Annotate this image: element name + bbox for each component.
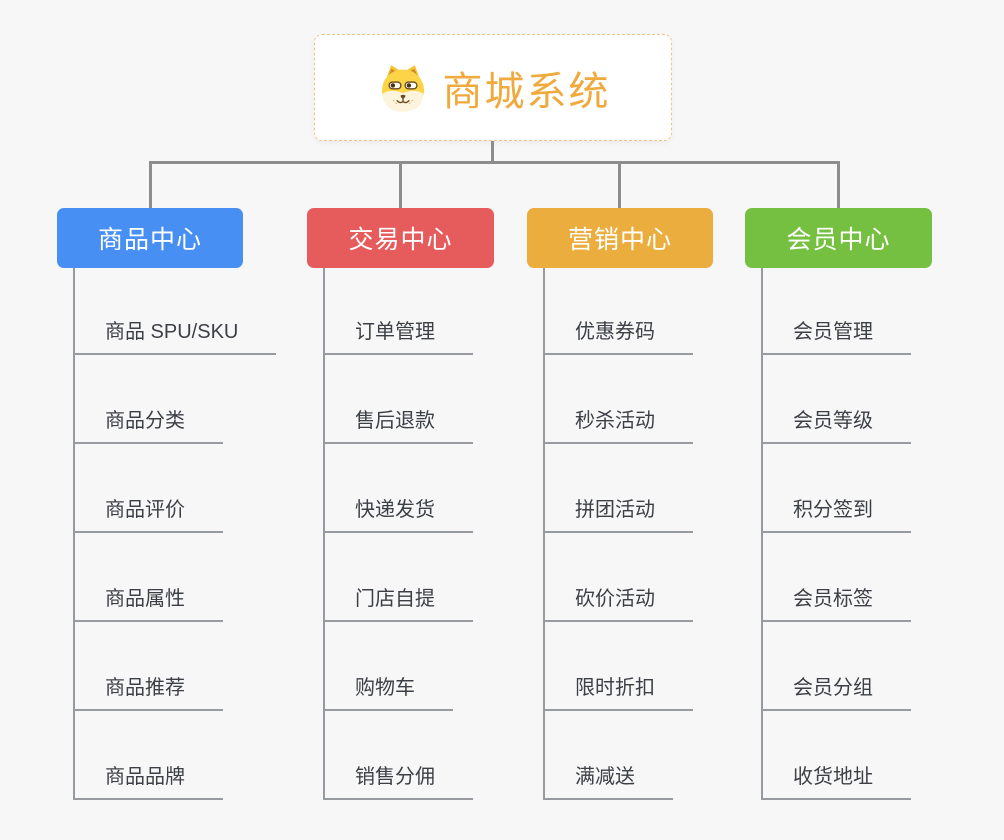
leaf-label: 会员标签 [761, 582, 911, 622]
leaf-label: 商品推荐 [73, 671, 223, 711]
leaf-node[interactable]: 商品推荐 [73, 622, 276, 711]
branch-label: 营销中心 [567, 226, 672, 254]
leaf-node[interactable]: 售后退款 [323, 355, 473, 444]
branch-label: 交易中心 [348, 226, 453, 254]
leaf-label: 快递发货 [323, 493, 473, 533]
leaf-label: 商品品牌 [73, 760, 223, 800]
leaf-node[interactable]: 门店自提 [323, 533, 473, 622]
branch-vline [323, 268, 325, 800]
leaf-label: 购物车 [323, 671, 453, 711]
leaf-node[interactable]: 快递发货 [323, 444, 473, 533]
connector-drop-marketing [618, 161, 621, 208]
branch-items-member-center: 会员管理 会员等级 积分签到 会员标签 会员分组 收货地址 [761, 268, 911, 800]
leaf-node[interactable]: 会员管理 [761, 268, 911, 355]
leaf-node[interactable]: 砍价活动 [543, 533, 693, 622]
leaf-label: 门店自提 [323, 582, 473, 622]
leaf-label: 销售分佣 [323, 760, 473, 800]
connector-root-drop [491, 141, 494, 163]
connector-drop-trade [399, 161, 402, 208]
leaf-label: 商品属性 [73, 582, 223, 622]
leaf-label: 拼团活动 [543, 493, 693, 533]
leaf-node[interactable]: 购物车 [323, 622, 473, 711]
branch-items-marketing-center: 优惠券码 秒杀活动 拼团活动 砍价活动 限时折扣 满减送 [543, 268, 693, 800]
branch-label: 会员中心 [786, 226, 891, 254]
root-title: 商城系统 [442, 69, 611, 114]
leaf-node[interactable]: 会员标签 [761, 533, 911, 622]
connector-bus [149, 161, 840, 164]
leaf-node[interactable]: 会员等级 [761, 355, 911, 444]
leaf-label: 满减送 [543, 760, 673, 800]
leaf-node[interactable]: 订单管理 [323, 268, 473, 355]
leaf-label: 收货地址 [761, 760, 911, 800]
leaf-label: 砍价活动 [543, 582, 693, 622]
connector-drop-product [149, 161, 152, 208]
leaf-node[interactable]: 优惠券码 [543, 268, 693, 355]
leaf-node[interactable]: 满减送 [543, 711, 693, 800]
leaf-label: 优惠券码 [543, 315, 693, 355]
leaf-label: 会员管理 [761, 315, 911, 355]
leaf-label: 商品分类 [73, 404, 223, 444]
leaf-label: 积分签到 [761, 493, 911, 533]
branch-label: 商品中心 [97, 226, 202, 254]
leaf-label: 售后退款 [323, 404, 473, 444]
leaf-node[interactable]: 商品属性 [73, 533, 276, 622]
doge-icon [381, 64, 424, 112]
leaf-node[interactable]: 收货地址 [761, 711, 911, 800]
leaf-label: 会员分组 [761, 671, 911, 711]
leaf-label: 订单管理 [323, 315, 473, 355]
branch-items-trade-center: 订单管理 售后退款 快递发货 门店自提 购物车 销售分佣 [323, 268, 473, 800]
leaf-node[interactable]: 商品评价 [73, 444, 276, 533]
leaf-label: 秒杀活动 [543, 404, 693, 444]
branch-node-marketing-center[interactable]: 营销中心 [527, 208, 713, 268]
leaf-node[interactable]: 会员分组 [761, 622, 911, 711]
leaf-node[interactable]: 秒杀活动 [543, 355, 693, 444]
leaf-node[interactable]: 商品 SPU/SKU [73, 268, 277, 355]
leaf-node[interactable]: 商品分类 [73, 355, 276, 444]
branch-items-product-center: 商品 SPU/SKU 商品分类 商品评价 商品属性 商品推荐 商品品牌 [73, 268, 277, 800]
leaf-label: 限时折扣 [543, 671, 693, 711]
branch-vline [73, 268, 75, 800]
leaf-node[interactable]: 商品品牌 [73, 711, 276, 800]
root-node[interactable]: 商城系统 [314, 34, 672, 141]
leaf-node[interactable]: 销售分佣 [323, 711, 473, 800]
connector-drop-member [837, 161, 840, 208]
branch-node-member-center[interactable]: 会员中心 [745, 208, 932, 268]
leaf-node[interactable]: 拼团活动 [543, 444, 693, 533]
leaf-label: 商品 SPU/SKU [73, 315, 277, 355]
branch-node-product-center[interactable]: 商品中心 [57, 208, 243, 268]
leaf-label: 会员等级 [761, 404, 911, 444]
leaf-node[interactable]: 积分签到 [761, 444, 911, 533]
leaf-node[interactable]: 限时折扣 [543, 622, 693, 711]
leaf-label: 商品评价 [73, 493, 223, 533]
branch-vline [761, 268, 763, 800]
branch-vline [543, 268, 545, 800]
branch-node-trade-center[interactable]: 交易中心 [307, 208, 494, 268]
